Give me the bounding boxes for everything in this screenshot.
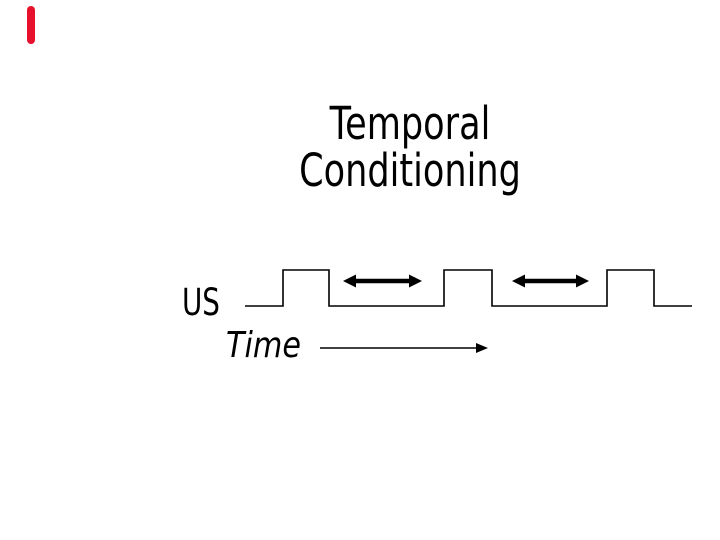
us-label: US (182, 281, 220, 324)
interval-arrow-1 (343, 274, 422, 288)
time-axis-arrow (320, 343, 488, 353)
slide-title-line-2: Conditioning (299, 144, 521, 197)
time-label: Time (226, 325, 301, 366)
us-square-wave-trace (245, 269, 692, 307)
red-accent-bar (27, 6, 35, 44)
interval-arrow-2-left-arrowhead (512, 274, 525, 288)
slide-title-line-1: Temporal (329, 97, 491, 150)
slide-title: Temporal Conditioning (168, 100, 652, 194)
interval-arrow-2-right-arrowhead (576, 274, 589, 288)
interval-arrow-1-right-arrowhead (409, 274, 422, 288)
interval-arrow-2 (512, 274, 589, 288)
time-axis-arrowhead (476, 343, 488, 353)
interval-arrow-1-left-arrowhead (343, 274, 356, 288)
